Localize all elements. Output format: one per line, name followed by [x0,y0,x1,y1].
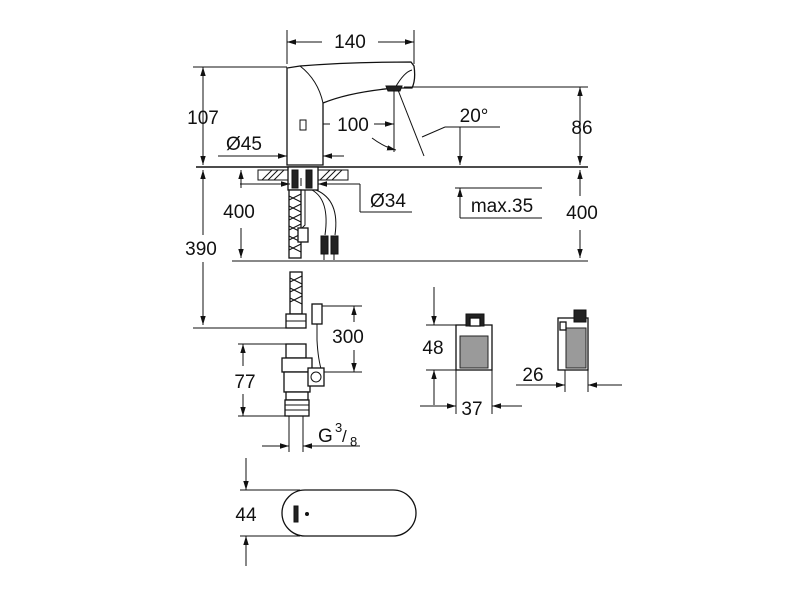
dim-label-thread: G [318,426,333,447]
dim-label-reach: 100 [337,115,369,136]
dim-label-max-thickness: max.35 [471,196,533,217]
control-box-side [557,309,589,371]
dim-label-cable-300: 300 [332,327,364,348]
solenoid-valve [281,343,325,452]
dim-140: 140 [286,30,415,64]
dim-100: 100 [322,90,395,158]
dim-dia45: Ø45 [218,112,344,160]
dim-label-box-width: 37 [461,399,482,420]
control-box-front [455,313,493,371]
braided-hose-upper [288,189,302,259]
dim-thread: G 3 / 8 [262,420,360,449]
dim-angle: 20° [371,89,500,165]
dim-label-total-height: 107 [187,108,219,129]
mounting-assembly [257,166,349,260]
dim-label-hose-len-right: 400 [566,203,598,224]
dim-label-hose-len-left: 400 [223,202,255,223]
dim-26: 26 [516,365,622,392]
faucet-top-view [281,489,417,537]
dim-label-thread-den: 8 [350,434,357,449]
spout-outlet [385,85,403,92]
dim-label-box-depth: 26 [522,365,543,386]
dim-107: 107 [187,66,287,165]
dim-label-spout-height: 86 [571,118,592,139]
dim-label-body-dia: Ø45 [226,134,262,155]
dim-max35: max.35 [455,187,542,219]
dim-label-top-width: 44 [235,505,257,526]
cable-connector [311,303,323,373]
dim-dia34: Ø34 [240,178,412,213]
dim-86: 86 [404,86,593,165]
dim-label-spout-width: 140 [334,32,366,53]
dim-400-left: 400 [223,170,255,258]
dim-37: 37 [420,370,522,420]
dim-390: 390 [185,170,288,329]
dim-300: 300 [322,305,364,373]
dim-48: 48 [422,287,456,405]
dim-label-angle: 20° [460,106,489,127]
dim-label-valve-height: 77 [234,372,255,393]
faucet-side-view [286,61,416,166]
braided-hose-lower [285,271,307,329]
dim-label-hole-dia: Ø34 [370,191,406,212]
dim-label-box-height: 48 [422,338,443,359]
svg-text:/: / [342,427,347,446]
dim-44: 44 [235,458,300,566]
dim-77: 77 [234,343,286,417]
dim-label-cable-len: 390 [185,239,217,260]
dim-400-right: 400 [232,170,598,262]
faucet-body [286,61,416,166]
dim-label-thread-num: 3 [335,420,342,435]
